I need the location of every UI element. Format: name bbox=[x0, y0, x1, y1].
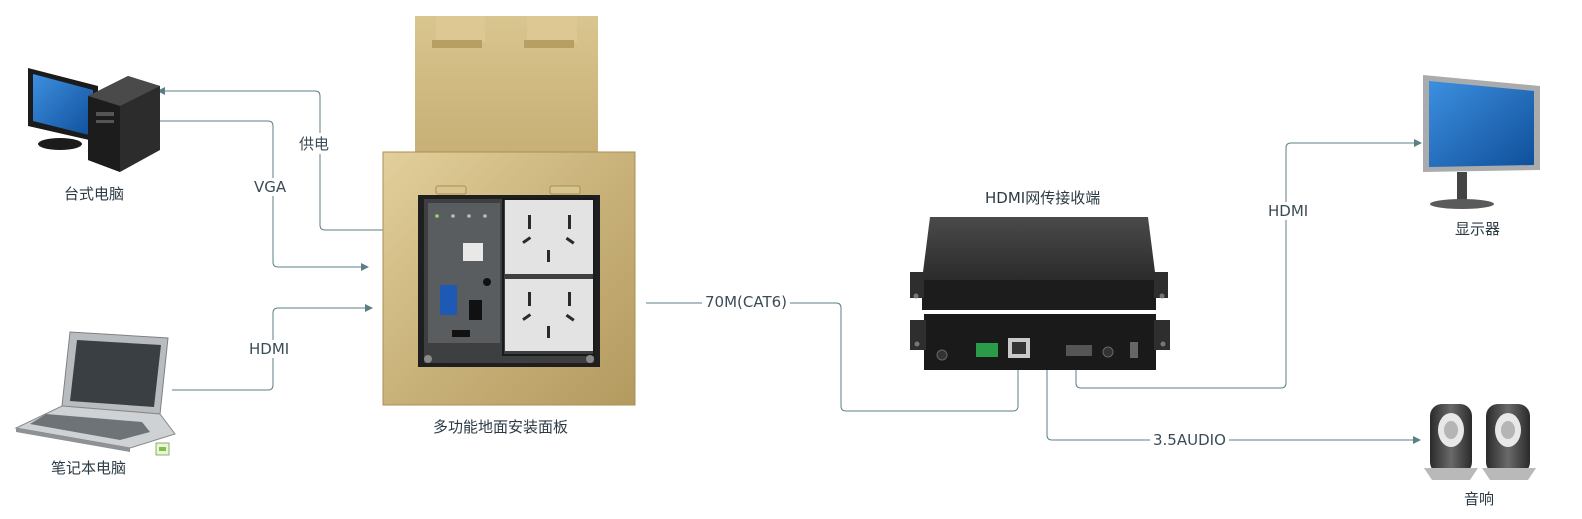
network-line bbox=[646, 302, 1019, 412]
laptop-icon bbox=[14, 331, 176, 452]
battery-badge bbox=[155, 442, 170, 456]
receiver-label: HDMI网传接收端 bbox=[985, 189, 1101, 207]
speakers-label: 音响 bbox=[1464, 490, 1495, 508]
floor-socket-panel-icon bbox=[382, 16, 636, 406]
network-connection-label: 70M(CAT6) bbox=[702, 293, 791, 311]
vga-connection-label: VGA bbox=[251, 178, 290, 196]
hdmi-receiver-box-icon bbox=[910, 217, 1170, 370]
desktop-computer-icon bbox=[28, 68, 160, 172]
floor-panel-label: 多功能地面安装面板 bbox=[433, 418, 569, 436]
monitor-label: 显示器 bbox=[1455, 220, 1501, 238]
monitor-hdmi-connection-label: HDMI bbox=[1265, 202, 1312, 220]
desktop-label: 台式电脑 bbox=[64, 185, 125, 203]
power-connection-label: 供电 bbox=[296, 133, 333, 154]
monitor-icon bbox=[1423, 75, 1540, 209]
audio-connection-label: 3.5AUDIO bbox=[1150, 431, 1229, 449]
connector-lines bbox=[157, 87, 1422, 444]
audio-line bbox=[1046, 355, 1421, 444]
monitor-hdmi-line bbox=[1075, 139, 1422, 389]
laptop-hdmi-connection-label: HDMI bbox=[246, 340, 293, 358]
laptop-label: 笔记本电脑 bbox=[51, 459, 127, 477]
speaker-icon bbox=[1424, 404, 1536, 480]
power-line bbox=[157, 87, 500, 231]
